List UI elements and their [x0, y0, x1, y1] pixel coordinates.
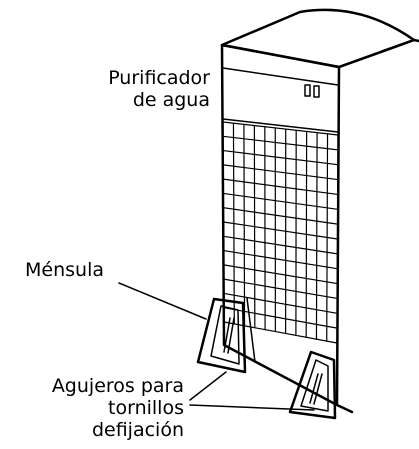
grille-horizontal-line [222, 164, 339, 181]
filter-grille [222, 121, 339, 344]
holes-leader-line-2 [189, 404, 315, 411]
bracket-left [196, 297, 247, 374]
grille-horizontal-line [222, 235, 339, 255]
holes-leader-line-1 [189, 371, 227, 401]
bracket-leader-line [118, 282, 207, 320]
grille-horizontal-line [223, 278, 338, 300]
top-panel-line [222, 67, 339, 86]
label-screw-holes-line3: defijación [91, 419, 184, 441]
grille-horizontal-line [223, 249, 338, 270]
label-water-purifier: Purificador de agua [70, 67, 210, 111]
leader-lines [118, 282, 315, 411]
grille-horizontal-line [222, 221, 339, 240]
indicator-lamp-2 [313, 85, 320, 98]
label-water-purifier-line1: Purificador [108, 67, 210, 89]
grille-horizontal-line [222, 192, 339, 210]
grille-horizontal-line [222, 207, 339, 225]
label-screw-holes: Agujeros para tornillos defijación [26, 375, 184, 441]
grille-horizontal-line [222, 121, 339, 136]
indicator-lamp-1 [304, 84, 311, 97]
label-bracket-text: Ménsula [25, 259, 104, 281]
grille-horizontal-line [222, 178, 339, 196]
label-screw-holes-line2: tornillos [108, 397, 184, 419]
grille-horizontal-line [222, 135, 339, 151]
cabinet-body [220, 8, 419, 414]
label-water-purifier-line2: de agua [132, 89, 210, 111]
label-bracket: Ménsula [25, 259, 104, 281]
label-screw-holes-line1: Agujeros para [51, 375, 184, 397]
grille-horizontal-line [223, 264, 338, 285]
grille-horizontal-line [223, 292, 338, 314]
upper-panel-bottom-edge [222, 118, 339, 133]
grille-horizontal-line [222, 149, 339, 166]
bracket-right [288, 350, 337, 420]
